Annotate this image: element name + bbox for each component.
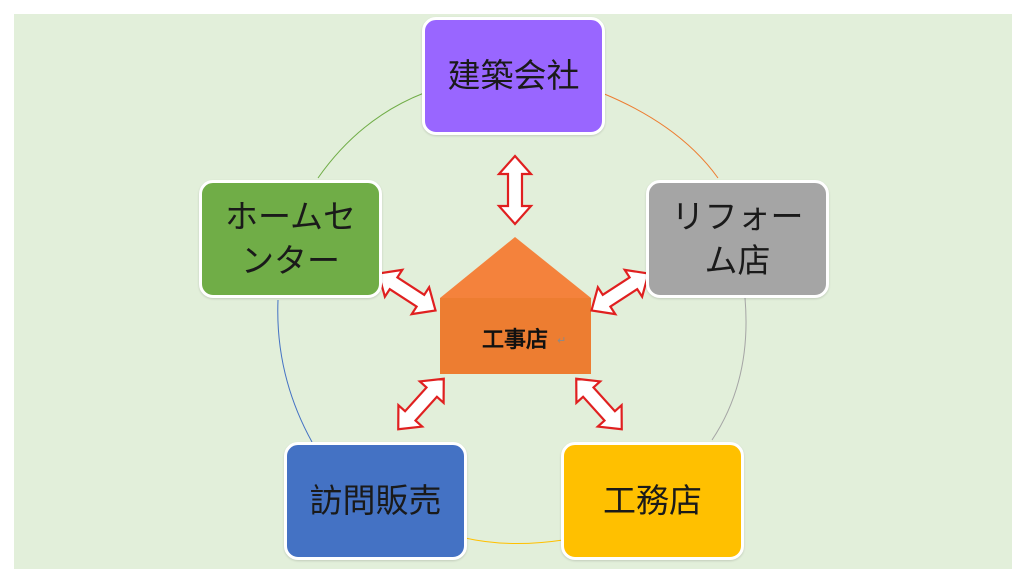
ring-segment-orange — [601, 92, 719, 179]
node-reform: リフォー ム店 — [646, 180, 829, 298]
node-homecenter: ホームセ ンター — [199, 180, 382, 298]
ring-segment-green — [317, 92, 425, 179]
ring-segment-yellow — [464, 537, 564, 545]
node-kenchiku: 建築会社 — [422, 17, 605, 135]
ring-segment-blue — [277, 299, 313, 443]
double-arrow-upper-left — [377, 268, 437, 316]
double-arrow-lower-right — [575, 377, 623, 431]
ring-segment-gray — [711, 297, 747, 441]
double-arrow-lower-left — [397, 377, 445, 431]
house-icon — [440, 237, 591, 374]
house-body — [440, 298, 591, 374]
paragraph-mark-icon: ↵ — [557, 334, 567, 347]
center-label: 工事店 — [481, 328, 548, 353]
node-houmon: 訪問販売 — [284, 442, 467, 560]
double-arrow-top — [496, 154, 534, 226]
double-arrow-upper-right — [590, 268, 650, 316]
node-koumuten: 工務店 — [561, 442, 744, 560]
house-roof — [440, 237, 591, 298]
